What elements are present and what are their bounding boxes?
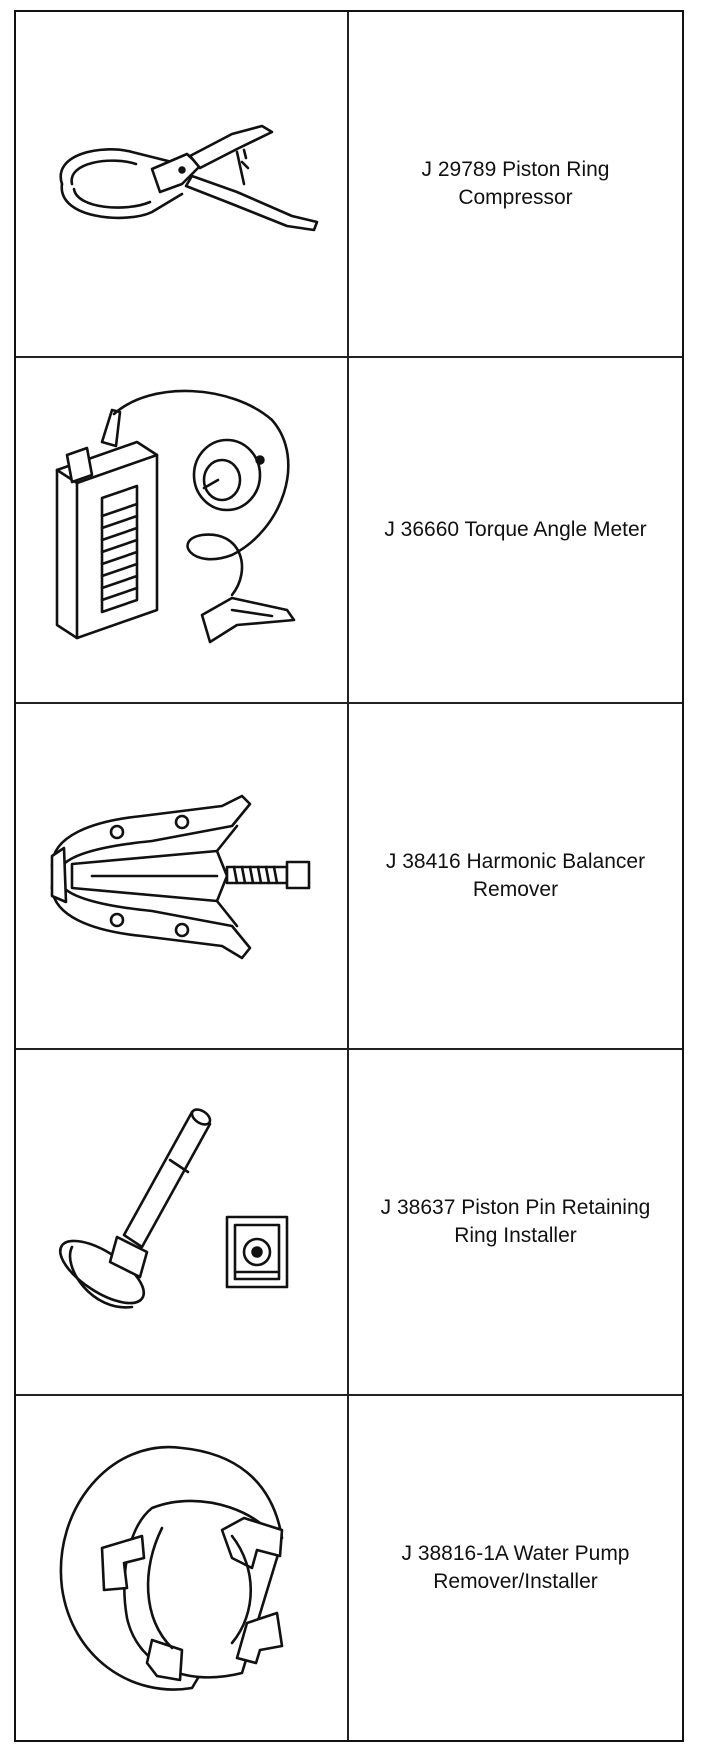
tool-name: J 38416 Harmonic Balancer Remover [385,850,646,901]
piston-ring-compressor-icon [58,124,318,232]
water-pump-remover-installer-icon [59,1445,283,1691]
tool-illustration-cell [16,704,349,1048]
tool-illustration-cell [16,12,349,356]
tool-name: J 38637 Piston Pin Retaining Ring Instal… [380,1196,651,1247]
tool-row: J 29789 Piston Ring Compressor [16,12,682,358]
torque-angle-meter-icon [55,389,295,644]
harmonic-balancer-remover-icon [50,794,310,960]
tool-illustration-cell [16,1396,349,1740]
tool-name: J 36660 Torque Angle Meter [384,518,647,541]
special-tools-table: J 29789 Piston Ring Compressor [14,10,684,1742]
tool-row: J 36660 Torque Angle Meter [16,358,682,704]
tool-name: J 38816-1A Water Pump Remover/Installer [401,1542,630,1593]
tool-row: J 38816-1A Water Pump Remover/Installer [16,1396,682,1740]
tool-name: J 29789 Piston Ring Compressor [421,158,610,209]
tool-illustration-cell [16,1050,349,1394]
piston-pin-retaining-ring-installer-icon [58,1108,288,1309]
tool-row: J 38416 Harmonic Balancer Remover [16,704,682,1050]
tool-illustration-cell [16,358,349,702]
tool-row: J 38637 Piston Pin Retaining Ring Instal… [16,1050,682,1396]
